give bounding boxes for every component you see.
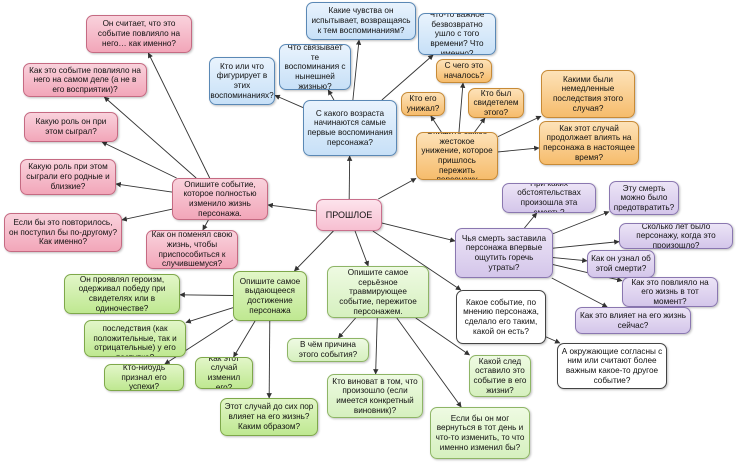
orange-question-node: Кто был свидетелем этого?: [468, 88, 524, 118]
connector-arrow: [327, 89, 335, 101]
orange-question-node: Какими были немедленные последствия этог…: [541, 70, 635, 118]
green-question-node: Этот случай до сих пор влияет на его жиз…: [220, 398, 318, 436]
connector-arrow: [121, 208, 173, 222]
lightgreen-question-node: Какой след оставило это событие в его жи…: [469, 355, 531, 397]
center-node: ПРОШЛОЕ: [316, 199, 382, 231]
green-question-node: Какие были последствия (как положительны…: [84, 320, 186, 357]
connector-arrow: [497, 115, 542, 138]
connector-arrow: [458, 82, 466, 133]
pink-question-node: Он считает, что это событие повлияло на …: [86, 15, 192, 53]
orange-question-node: Кто его унижал?: [401, 92, 445, 116]
white-question-node: А окружающие согласны с ним или считают …: [557, 343, 667, 389]
connector-arrow: [381, 222, 456, 243]
connector-arrow: [373, 317, 379, 375]
connector-arrow: [267, 202, 317, 212]
connector-arrow: [551, 277, 608, 308]
pink-question-node: Как он поменял свою жизнь, чтобы приспос…: [146, 230, 238, 269]
connector-arrow: [352, 39, 362, 101]
white-question-node: Какое событие, по мнению персонажа, сдел…: [456, 290, 546, 344]
lilac-question-node: Эту смерть можно было предотвратить?: [609, 181, 679, 215]
green-question-node: Он проявлял героизм, одерживал победу пр…: [64, 274, 180, 314]
blue-question-node: Что связывает те воспоминания с нынешней…: [279, 44, 351, 90]
connector-arrow: [524, 212, 538, 229]
lilac-main-node: Чья смерть заставила персонажа впервые о…: [455, 228, 553, 278]
connector-arrow: [354, 230, 370, 267]
connector-arrow: [103, 96, 197, 179]
connector-arrow: [552, 239, 620, 249]
orange-question-node: Как этот случай продолжает влиять на пер…: [539, 121, 639, 165]
connector-arrow: [147, 52, 211, 179]
connector-arrow: [378, 178, 417, 200]
connector-arrow: [233, 320, 256, 358]
pink-question-node: Какую роль при этом сыграли его родные и…: [20, 159, 116, 195]
connector-arrow: [474, 117, 486, 133]
orange-question-node: С чего это началось?: [436, 59, 492, 83]
connector-arrow: [337, 317, 356, 339]
lilac-question-node: При каких обстоятельствах произошла эта …: [502, 183, 596, 213]
lilac-question-node: Как он узнал об этой смерти?: [587, 250, 655, 278]
connector-arrow: [497, 145, 540, 153]
blue-question-node: Что-то важное безвозвратно ушло с того в…: [418, 13, 496, 55]
green-question-node: Кто-нибудь признал его успехи?: [104, 364, 184, 391]
connector-arrow: [552, 257, 588, 264]
blue-question-node: Кто или что фигурирует в этих воспоминан…: [209, 57, 275, 105]
connector-arrow: [185, 307, 234, 324]
connector-arrow: [274, 94, 304, 108]
lightgreen-main-node: Опишите самое серьёзное травмирующее соб…: [327, 266, 429, 318]
pink-question-node: Как это событие повлияло на него на само…: [23, 63, 147, 97]
blue-question-node: Какие чувства он испытывает, возвращаясь…: [306, 2, 416, 40]
connector-arrow: [202, 219, 209, 231]
orange-main-node: Опишите самое жестокое унижение, которое…: [416, 132, 498, 180]
lightgreen-question-node: Кто виноват в том, что произошло (если и…: [327, 374, 423, 418]
lightgreen-question-node: Если бы он мог вернуться в тот день и чт…: [430, 407, 530, 459]
lilac-question-node: Как это повлияло на его жизнь в тот моме…: [622, 277, 718, 307]
pink-main-node: Опишите событие, которое полностью измен…: [172, 178, 268, 220]
lightgreen-question-node: В чём причина этого события?: [287, 338, 369, 362]
connector-arrow: [545, 336, 561, 344]
connector-arrow: [115, 181, 173, 193]
pink-question-node: Какую роль он при этом сыграл?: [24, 112, 118, 142]
green-main-node: Опишите самое выдающееся достижение перс…: [233, 271, 307, 321]
connector-arrow: [179, 292, 234, 298]
green-question-node: Как этот случай изменил его?: [195, 357, 253, 389]
connector-arrow: [552, 211, 610, 235]
connector-arrow: [430, 115, 442, 133]
blue-main-node: С какого возраста начинаются самые первы…: [303, 100, 397, 156]
connector-arrow: [294, 230, 334, 272]
lilac-question-node: Сколько лет было персонажу, когда это пр…: [619, 223, 733, 249]
pink-question-node: Если бы это повторилось, он поступил бы …: [4, 213, 122, 252]
connector-arrow: [266, 320, 272, 399]
lilac-question-node: Как это влияет на его жизнь сейчас?: [575, 307, 691, 334]
